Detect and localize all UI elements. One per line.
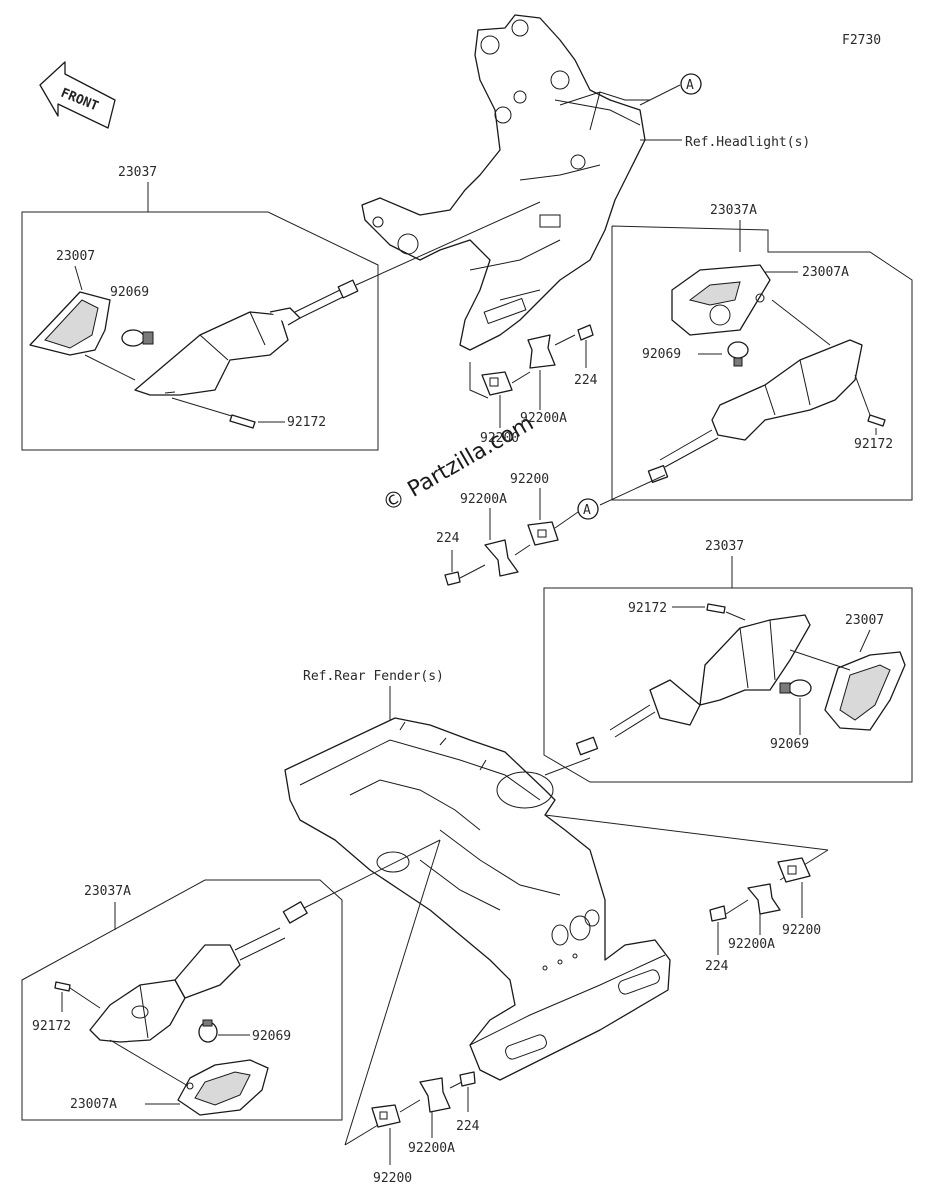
ref-rear-fender-label: Ref.Rear Fender(s) bbox=[303, 669, 444, 684]
rear-fender bbox=[284, 717, 671, 1081]
bracket-label-mid: 92200A bbox=[460, 492, 507, 507]
front-left-screw-icon bbox=[229, 414, 256, 429]
bracket-icon-rear-left bbox=[419, 1077, 451, 1113]
rear-right-screw-icon bbox=[706, 603, 726, 614]
bolt-icon-rear-right bbox=[709, 905, 727, 922]
bracket-icon-mid bbox=[484, 539, 519, 577]
headlight-bracket bbox=[361, 14, 650, 351]
front-right-bulb-label: 92069 bbox=[642, 347, 681, 362]
rear-left-lens-label: 23007A bbox=[70, 1097, 117, 1112]
bolt-label-top: 224 bbox=[574, 373, 598, 388]
plate-icon-mid bbox=[527, 521, 559, 546]
rear-left-assembly-label: 23037A bbox=[84, 884, 131, 899]
bolt-icon-top bbox=[577, 324, 594, 341]
front-arrow-icon: FRONT bbox=[39, 61, 116, 129]
connector-marker-a-mid-label: A bbox=[583, 503, 591, 518]
rear-right-bulb bbox=[779, 679, 812, 697]
rear-left-screw-icon bbox=[54, 981, 71, 992]
rear-left-screw-label: 92172 bbox=[32, 1019, 71, 1034]
rear-right-signal-body bbox=[575, 614, 811, 756]
front-left-signal-body bbox=[134, 279, 359, 396]
front-right-signal-body bbox=[647, 339, 863, 484]
diagram-id: F2730 bbox=[842, 33, 881, 48]
front-right-lens-label: 23007A bbox=[802, 265, 849, 280]
bracket-icon-top bbox=[527, 334, 556, 369]
front-left-screw-label: 92172 bbox=[287, 415, 326, 430]
front-right-bulb bbox=[727, 341, 749, 367]
rear-left-bulb bbox=[198, 1019, 218, 1043]
rear-right-lens-label: 23007 bbox=[845, 613, 884, 628]
plate-label-mid: 92200 bbox=[510, 472, 549, 487]
rear-left-signal-body bbox=[89, 901, 308, 1043]
connector-marker-a-top-label: A bbox=[686, 78, 694, 93]
bracket-label-top: 92200A bbox=[520, 411, 567, 426]
plate-label-rear-left: 92200 bbox=[373, 1171, 412, 1186]
rear-right-bulb-label: 92069 bbox=[770, 737, 809, 752]
front-right-screw-icon bbox=[867, 414, 886, 427]
front-right-assembly-label: 23037A bbox=[710, 203, 757, 218]
plate-label-top: 92200 bbox=[480, 431, 519, 446]
rear-right-lens bbox=[824, 651, 906, 731]
connector-marker-a-top bbox=[680, 73, 702, 95]
front-left-bulb-label: 92069 bbox=[110, 285, 149, 300]
rear-right-assembly-label: 23037 bbox=[705, 539, 744, 554]
plate-label-rear-right: 92200 bbox=[782, 923, 821, 938]
bracket-label-rear-left: 92200A bbox=[408, 1141, 455, 1156]
bolt-label-mid: 224 bbox=[436, 531, 460, 546]
rear-left-lens bbox=[177, 1059, 269, 1116]
ref-headlight-label: Ref.Headlight(s) bbox=[685, 135, 810, 150]
plate-icon-top bbox=[481, 371, 513, 396]
bolt-icon-mid bbox=[444, 571, 461, 586]
front-left-bulb bbox=[121, 329, 154, 347]
rear-left-bulb-label: 92069 bbox=[252, 1029, 291, 1044]
bracket-icon-rear-right bbox=[747, 883, 781, 915]
connector-marker-a-mid bbox=[577, 498, 599, 520]
front-left-lens bbox=[29, 291, 111, 356]
front-left-lens-label: 23007 bbox=[56, 249, 95, 264]
plate-icon-rear-left bbox=[371, 1104, 401, 1128]
bracket-label-rear-right: 92200A bbox=[728, 937, 775, 952]
bolt-label-rear-right: 224 bbox=[705, 959, 729, 974]
front-right-screw-label: 92172 bbox=[854, 437, 893, 452]
watermark: © Partzilla.com bbox=[379, 411, 539, 518]
plate-icon-rear-right bbox=[777, 857, 811, 883]
bolt-label-rear-left: 224 bbox=[456, 1119, 480, 1134]
rear-right-screw-label: 92172 bbox=[628, 601, 667, 616]
bolt-icon-rear-left bbox=[459, 1071, 476, 1087]
front-left-assembly-label: 23037 bbox=[118, 165, 157, 180]
front-right-lens bbox=[671, 264, 771, 336]
